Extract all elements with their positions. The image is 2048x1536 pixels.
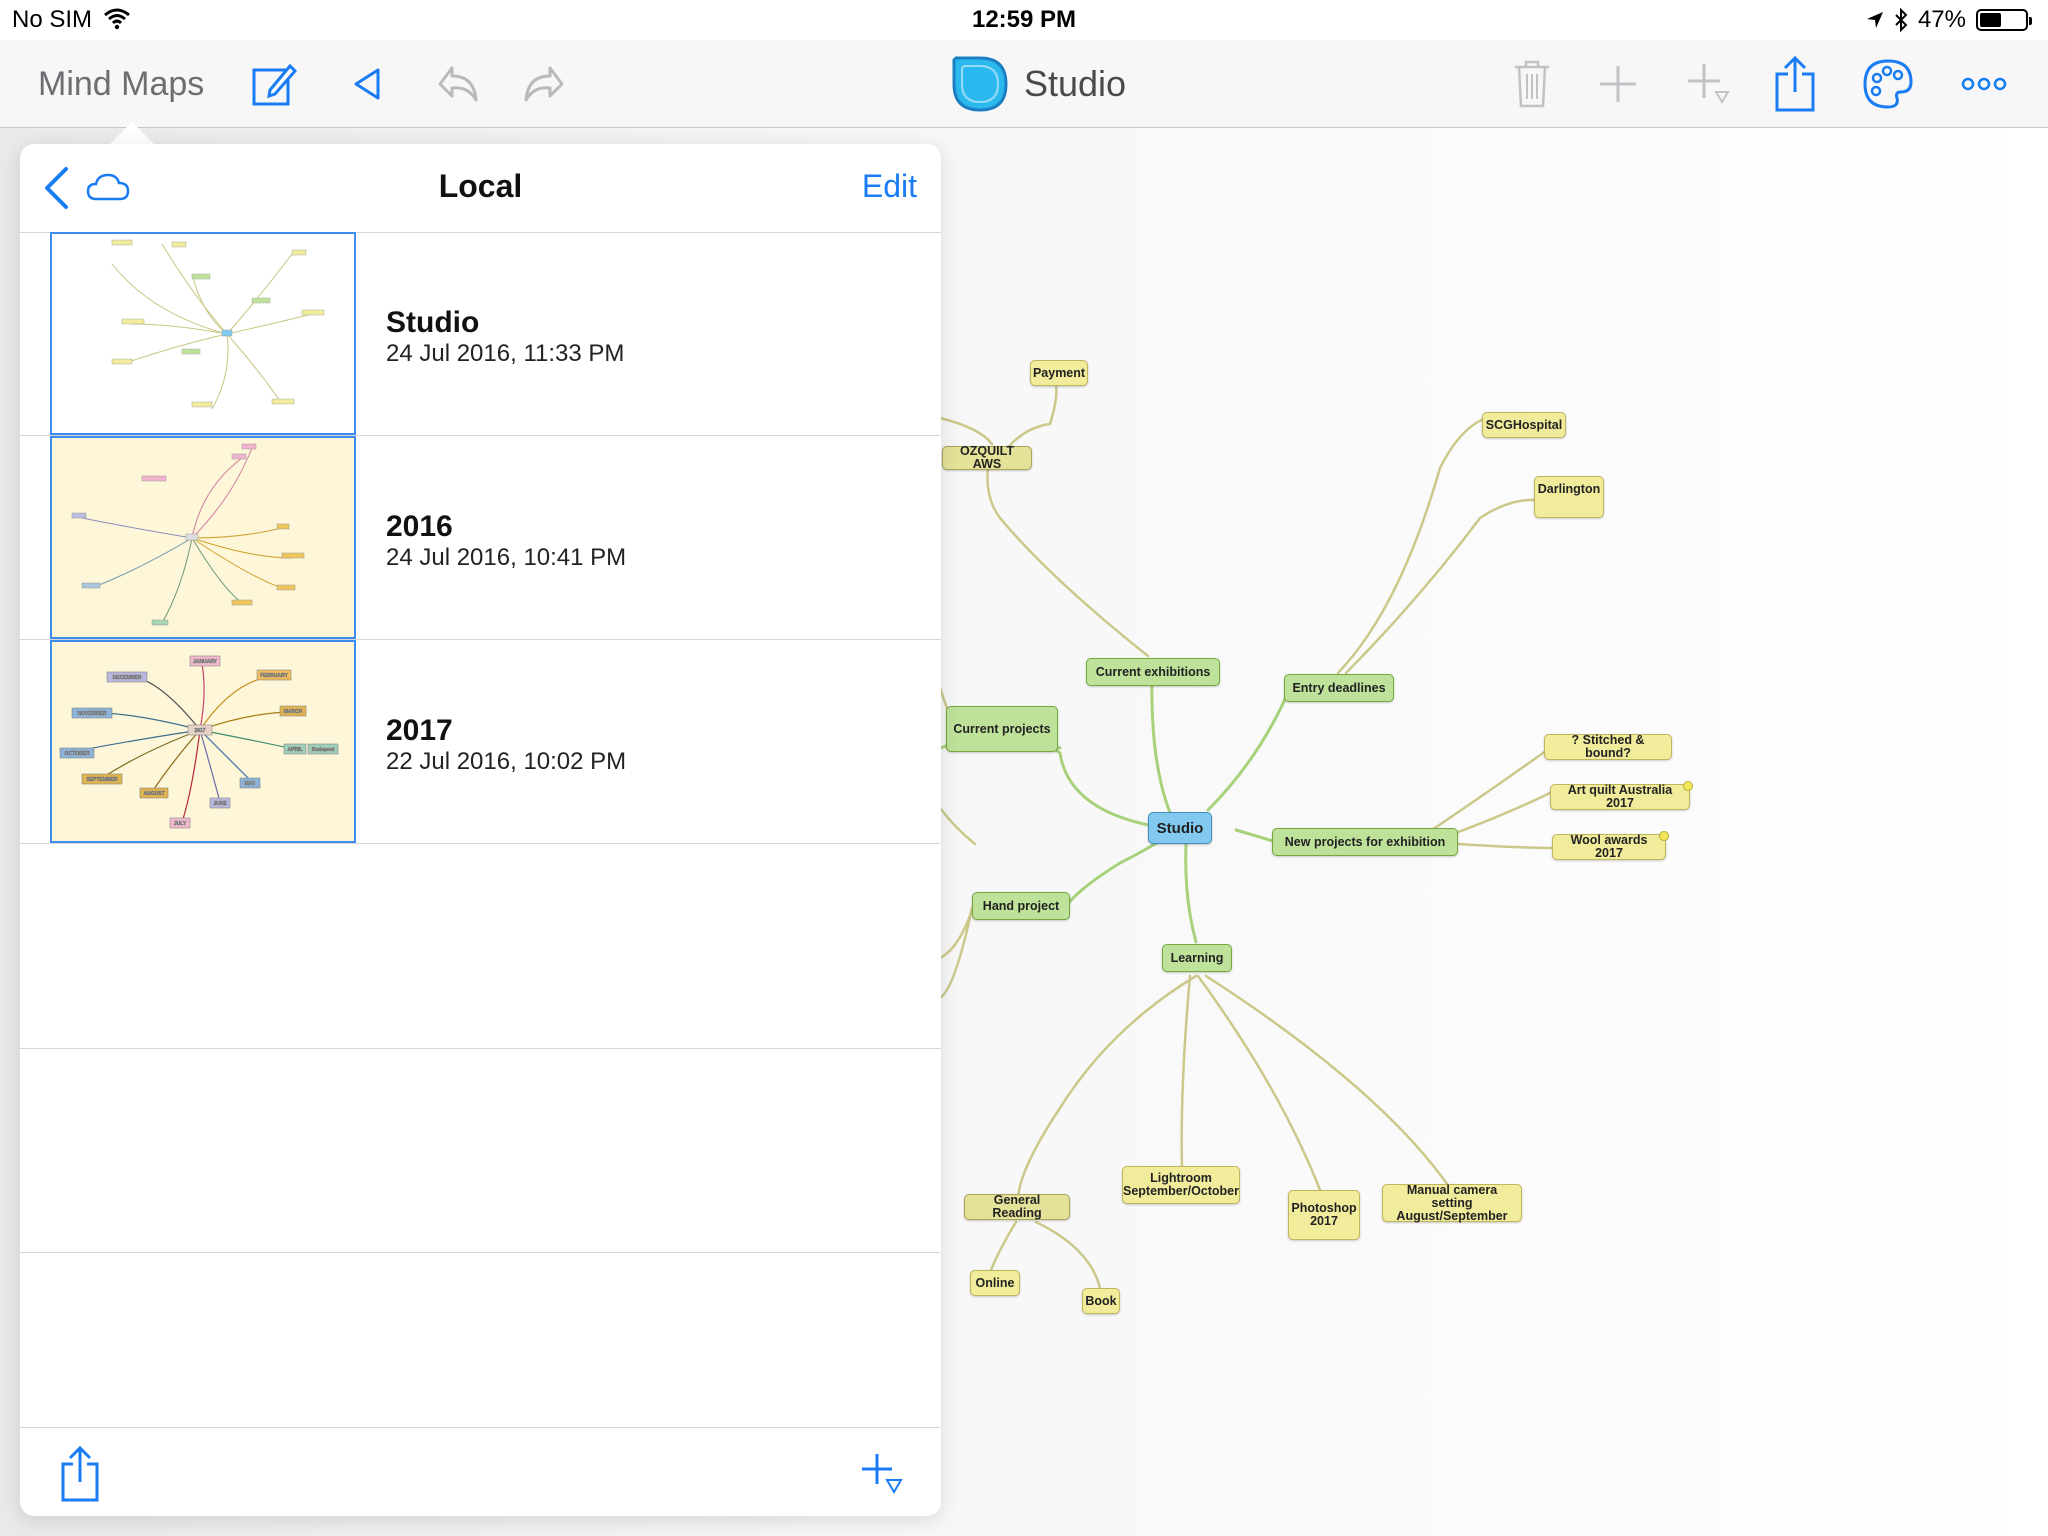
mindmap-node-book[interactable]: Book <box>1082 1288 1120 1314</box>
studio-thumbnail-map <box>111 239 325 410</box>
cloud-icon[interactable] <box>86 172 130 207</box>
empty-row <box>20 844 941 1049</box>
palette-icon[interactable] <box>1862 40 1914 128</box>
popover-arrow <box>110 122 154 144</box>
document-title-label: Studio <box>1024 63 1127 104</box>
thumb-label: NOVEMBER <box>78 711 107 717</box>
document-row-2017[interactable]: JANUARY FEBRUARY MARCH APRIL Budapest MA… <box>20 640 941 844</box>
document-thumbnail <box>50 436 356 639</box>
mindmap-node-ozquilt[interactable]: OZQUILT AWS <box>942 445 1032 471</box>
undo-icon[interactable] <box>436 40 480 128</box>
more-icon[interactable] <box>1960 40 2008 128</box>
note-icon <box>1659 831 1669 841</box>
2017-thumbnail-map: JANUARY FEBRUARY MARCH APRIL Budapest MA… <box>59 655 339 829</box>
thumb-label: JUNE <box>213 801 227 807</box>
document-name: 2017 <box>386 714 453 747</box>
mindmap-node-scghospital[interactable]: SCGHospital <box>1482 412 1566 438</box>
carrier-label: No SIM <box>12 6 93 33</box>
node-label: Art quilt Australia 2017 <box>1567 783 1673 810</box>
mindmap-node-general-reading[interactable]: General Reading <box>964 1194 1070 1220</box>
share-icon[interactable] <box>1774 40 1816 128</box>
edit-button[interactable]: Edit <box>861 168 917 204</box>
popover-header: Local Edit <box>20 144 941 233</box>
mindmap-node-current-projects[interactable]: Current projects <box>946 706 1058 752</box>
document-row-studio[interactable]: Studio 24 Jul 2016, 11:33 PM <box>20 232 941 436</box>
mindmap-node-learning[interactable]: Learning <box>1162 944 1232 972</box>
mindmap-node-manual-camera[interactable]: Manual camera setting August/September <box>1382 1183 1522 1222</box>
toolbar: Mind Maps Studio <box>0 40 2048 128</box>
mindmap-node-payment[interactable]: Payment <box>1030 360 1088 386</box>
document-title[interactable]: Studio <box>950 40 1126 128</box>
share-icon[interactable] <box>60 1445 100 1507</box>
popover-footer <box>20 1427 941 1516</box>
node-label: Wool awards 2017 <box>1570 833 1648 860</box>
location-arrow-icon <box>1866 12 1883 28</box>
thumb-label: MARCH <box>284 709 303 715</box>
popover-title: Local <box>438 168 523 204</box>
thumb-label: AUGUST <box>143 791 164 797</box>
mindmap-node-photoshop[interactable]: Photoshop 2017 <box>1288 1190 1360 1240</box>
add-subtopic-icon[interactable] <box>1686 40 1732 128</box>
document-date: 22 Jul 2016, 10:02 PM <box>386 748 627 775</box>
add-document-icon[interactable] <box>861 1452 903 1499</box>
empty-row <box>20 1048 941 1253</box>
battery-fill <box>1980 13 2001 27</box>
thumb-label: OCTOBER <box>65 751 90 757</box>
mindmap-node-art-quilt[interactable]: Art quilt Australia 2017 <box>1550 781 1693 810</box>
mindmap-node-lightroom[interactable]: Lightroom September/October <box>1122 1166 1240 1204</box>
document-date: 24 Jul 2016, 11:33 PM <box>386 340 625 367</box>
battery-icon <box>1976 9 2032 31</box>
document-row-2016[interactable]: 2016 24 Jul 2016, 10:41 PM <box>20 436 941 640</box>
bluetooth-icon <box>1895 8 1908 32</box>
app-logo-icon <box>952 56 1008 112</box>
mindmap-node-darlington[interactable]: Darlington <box>1534 476 1604 518</box>
compose-icon[interactable] <box>250 40 298 128</box>
mindmap-node-wool-awards[interactable]: Wool awards 2017 <box>1552 831 1669 860</box>
trash-icon[interactable] <box>1512 40 1552 128</box>
clock: 12:59 PM <box>971 6 1077 33</box>
thumb-label: 2017 <box>194 728 205 734</box>
thumb-label: FEBRUARY <box>260 673 288 679</box>
thumb-label: JANUARY <box>193 659 218 665</box>
document-date: 24 Jul 2016, 10:41 PM <box>386 544 627 571</box>
note-icon <box>1683 781 1693 791</box>
wifi-icon <box>104 8 130 30</box>
status-bar: No SIM 12:59 PM 47% <box>0 0 2048 40</box>
mind-maps-button[interactable]: Mind Maps <box>38 64 205 103</box>
thumb-label: SEPTEMBER <box>86 777 118 783</box>
mindmap-node-new-projects[interactable]: New projects for exhibition <box>1272 828 1458 856</box>
document-thumbnail: JANUARY FEBRUARY MARCH APRIL Budapest MA… <box>50 640 356 843</box>
mindmap-node-stitched[interactable]: ? Stitched & bound? <box>1544 734 1672 760</box>
thumb-label: DECEMBER <box>113 675 142 681</box>
2016-thumbnail-map <box>71 443 305 626</box>
thumb-label: MAY <box>245 781 256 787</box>
thumb-label: APRIL <box>288 747 303 753</box>
thumb-label: JULY <box>174 821 187 827</box>
mindmap-node-entry-deadlines[interactable]: Entry deadlines <box>1284 674 1394 702</box>
redo-icon[interactable] <box>522 40 566 128</box>
mindmap-node-current-exhibitions[interactable]: Current exhibitions <box>1086 658 1220 686</box>
documents-popover: Local Edit S <box>20 144 941 1516</box>
back-chevron-icon[interactable] <box>42 166 70 215</box>
document-name: 2016 <box>386 510 453 543</box>
thumb-label: Budapest <box>312 747 335 753</box>
mindmap-node-center[interactable]: Studio <box>1148 812 1212 844</box>
back-triangle-icon[interactable] <box>352 40 382 128</box>
document-thumbnail <box>50 232 356 435</box>
add-topic-icon[interactable] <box>1598 40 1638 128</box>
battery-percent: 47% <box>1917 6 1966 33</box>
mindmap-node-online[interactable]: Online <box>970 1270 1020 1296</box>
document-name: Studio <box>386 306 480 339</box>
mindmap-node-hand-project[interactable]: Hand project <box>972 892 1070 920</box>
